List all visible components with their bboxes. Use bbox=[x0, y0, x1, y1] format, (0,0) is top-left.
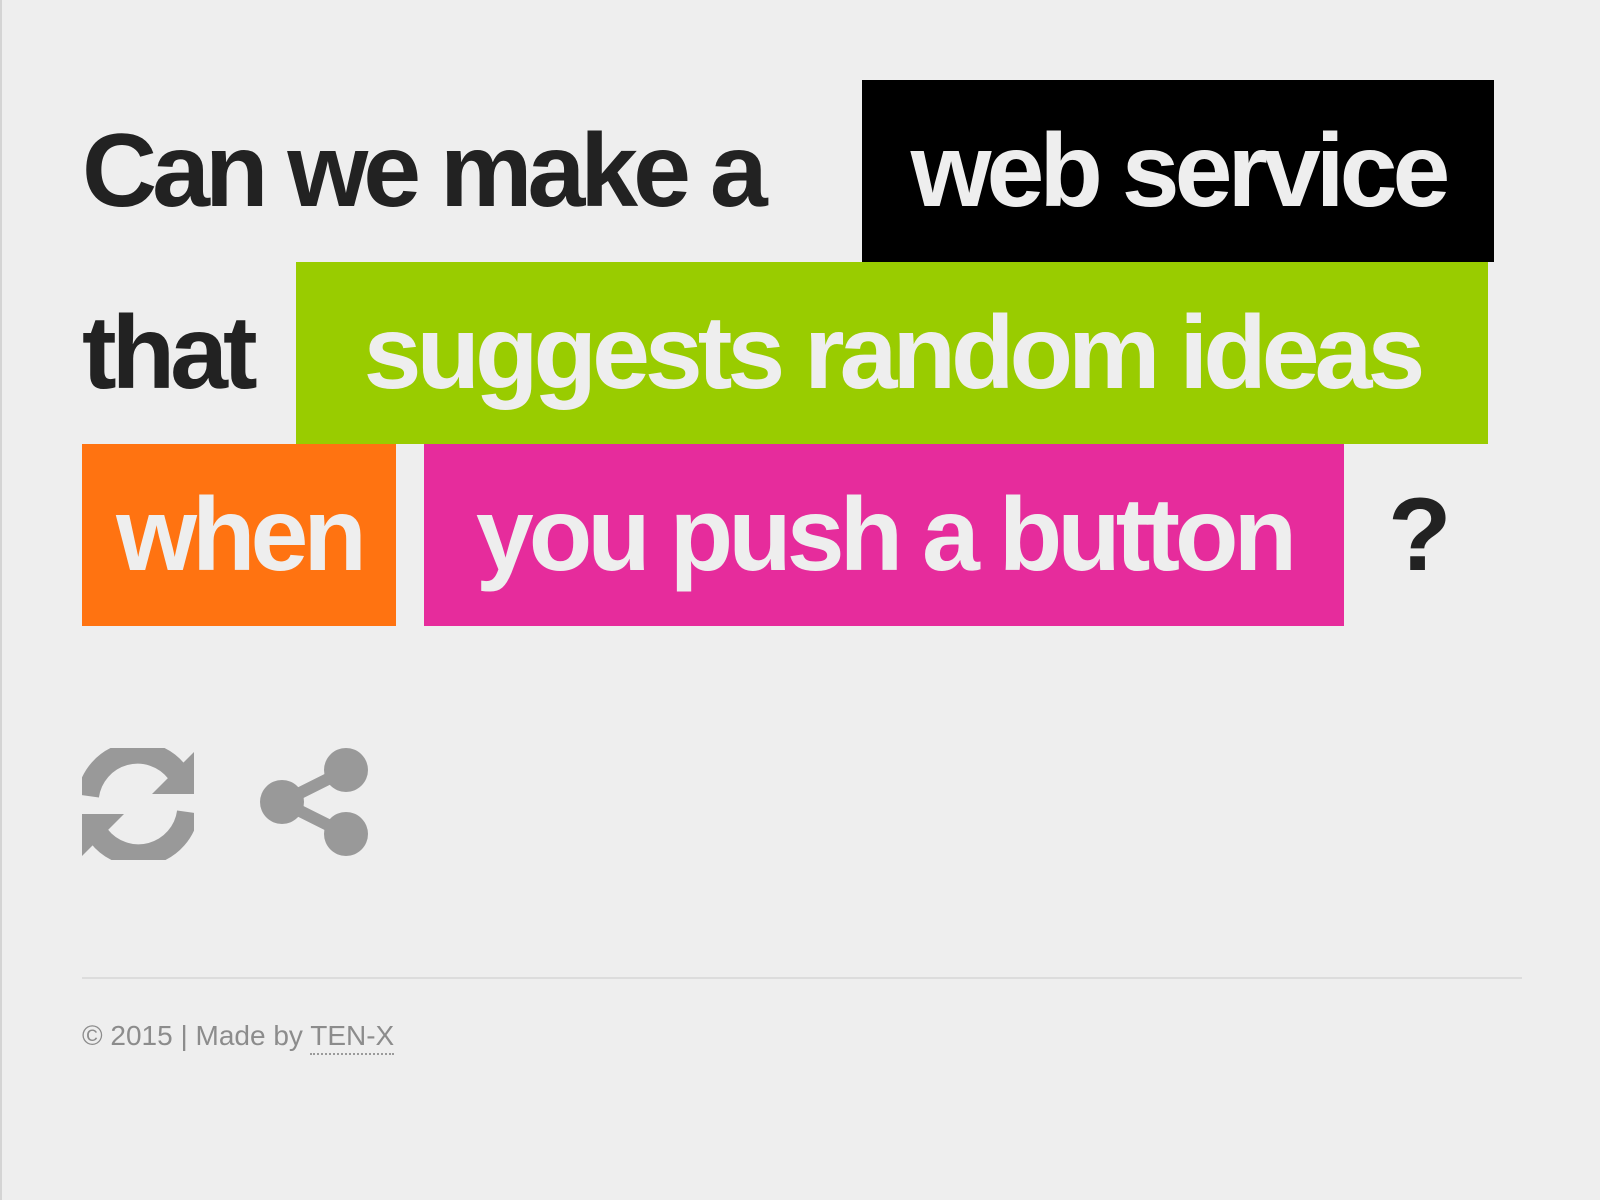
footer-copyright: © 2015 | Made by bbox=[82, 1020, 303, 1051]
service-tag[interactable]: web service bbox=[862, 80, 1494, 262]
refresh-icon bbox=[82, 748, 194, 860]
headline-connector: that bbox=[82, 295, 258, 411]
share-button[interactable] bbox=[260, 748, 372, 860]
trigger-tag[interactable]: you push a button bbox=[424, 444, 1344, 626]
footer-divider bbox=[82, 977, 1522, 979]
refresh-button[interactable] bbox=[82, 748, 194, 860]
timing-tag[interactable]: when bbox=[82, 444, 396, 626]
author-link[interactable]: TEN-X bbox=[310, 1020, 395, 1055]
headline-prefix: Can we make a bbox=[82, 113, 768, 229]
action-tag[interactable]: suggests random ideas bbox=[296, 262, 1488, 444]
share-icon bbox=[260, 748, 368, 856]
footer: © 2015 | Made by TEN-X bbox=[82, 1020, 395, 1055]
question-mark: ? bbox=[1388, 477, 1451, 593]
page-left-border bbox=[0, 0, 2, 1200]
